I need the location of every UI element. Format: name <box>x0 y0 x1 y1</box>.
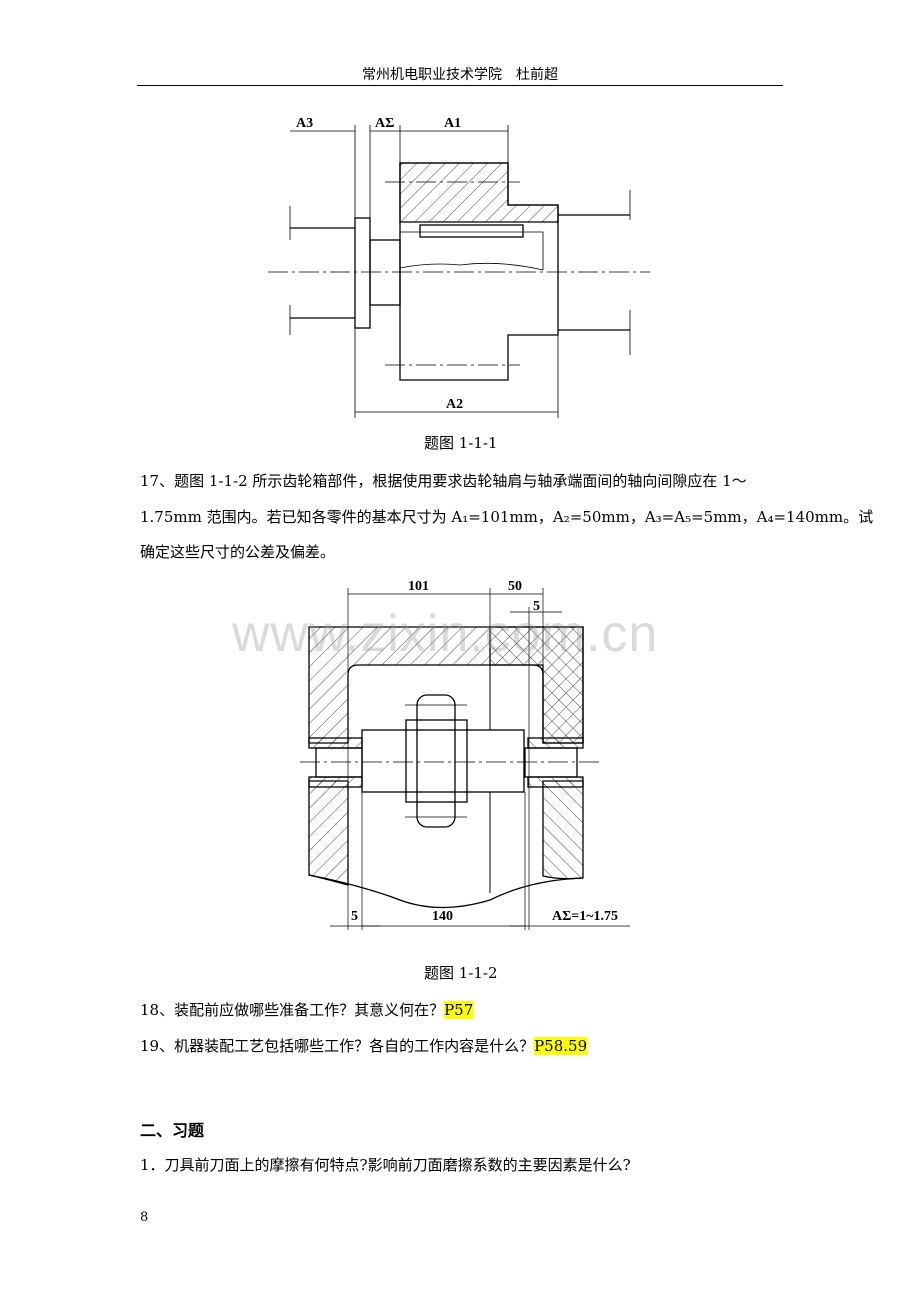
fig2-dim-5-top: 5 <box>533 599 540 614</box>
gearbox-fig2 <box>300 588 630 930</box>
watermark: www.zixin.com.cn <box>232 605 659 663</box>
gear-assembly-fig1 <box>268 125 650 418</box>
fig1-label-a2: A2 <box>446 397 464 412</box>
fig2-dim-50: 50 <box>508 579 522 594</box>
fig2-dim-140: 140 <box>432 909 453 924</box>
fig2-dim-5-bottom: 5 <box>351 909 358 924</box>
question19-ref: P58.59 <box>534 1037 588 1055</box>
fig2-dim-asigma: AΣ=1~1.75 <box>552 909 619 924</box>
question17-line2: 1.75mm 范围内。若已知各零件的基本尺寸为 A₁=101mm，A₂=50mm… <box>140 508 874 526</box>
section-title: 二、习题 <box>140 1121 205 1140</box>
header-divider <box>137 85 783 86</box>
question19-text: 19、机器装配工艺包括哪些工作？各自的工作内容是什么？ <box>140 1037 535 1055</box>
question17-line1: 17、题图 1-1-2 所示齿轮箱部件，根据使用要求齿轮轴肩与轴承端面间的轴向间… <box>140 472 747 490</box>
question18-text: 18、装配前应做哪些准备工作？其意义何在？ <box>140 1001 445 1019</box>
question19: 19、机器装配工艺包括哪些工作？各自的工作内容是什么？P58.59 <box>140 1037 588 1055</box>
question18-ref: P57 <box>444 1001 474 1019</box>
exercise1: 1．刀具前刀面上的摩擦有何特点?影响前刀面磨擦系数的主要因素是什么? <box>140 1156 631 1174</box>
fig1-label-a1: A1 <box>444 116 462 131</box>
fig1-label-a3: A3 <box>296 116 314 131</box>
figure1-caption: 题图 1-1-1 <box>424 434 498 452</box>
figure2-caption: 题图 1-1-2 <box>424 964 498 982</box>
fig2-dim-101: 101 <box>408 579 429 594</box>
fig1-label-asigma: AΣ <box>375 116 395 131</box>
page-header: 常州机电职业技术学院 杜前超 <box>362 67 558 83</box>
question17-line3: 确定这些尺寸的公差及偏差。 <box>140 543 336 561</box>
page-number: 8 <box>140 1210 149 1225</box>
question18: 18、装配前应做哪些准备工作？其意义何在？P57 <box>140 1001 474 1019</box>
